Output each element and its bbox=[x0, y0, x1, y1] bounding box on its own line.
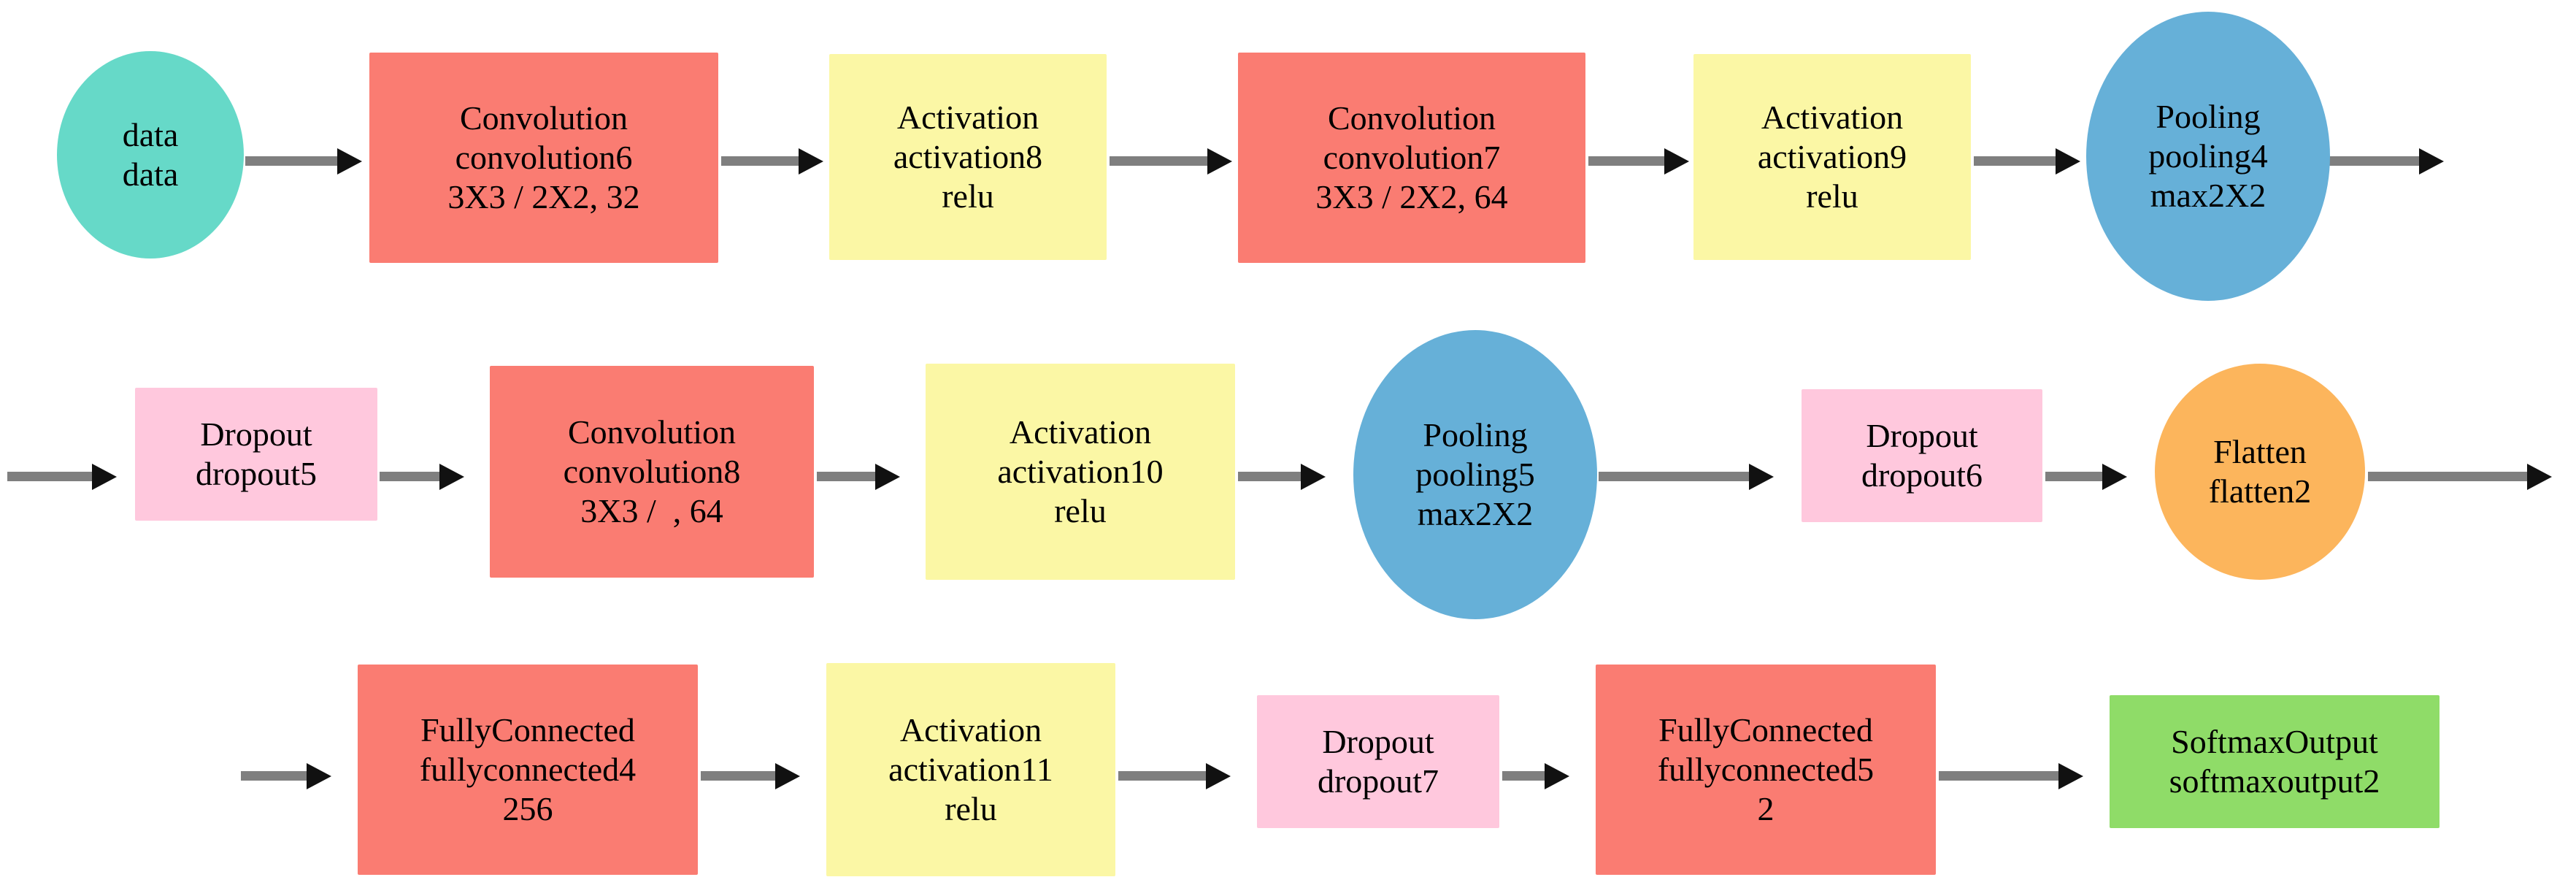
arrowhead-icon bbox=[1301, 464, 1326, 490]
layer-op-label: Activation bbox=[899, 711, 1042, 748]
layer-params-label: max2X2 bbox=[2150, 177, 2267, 215]
layer-params-label: 3X3 / 2X2, 32 bbox=[447, 178, 640, 216]
connector-line bbox=[721, 156, 801, 166]
layer-op-label: Pooling bbox=[2156, 97, 2261, 135]
connector-line bbox=[2327, 156, 2422, 166]
connector-line bbox=[2045, 472, 2105, 481]
layer-op-label: Convolution bbox=[1327, 99, 1496, 137]
arrowhead-icon bbox=[1207, 148, 1232, 175]
layer-op-label: Dropout bbox=[1322, 722, 1434, 760]
arrowhead-icon bbox=[1664, 148, 1689, 175]
layer-name-label: dropout7 bbox=[1317, 762, 1439, 800]
layer-name-label: flatten2 bbox=[2208, 472, 2312, 510]
connector-line bbox=[380, 472, 442, 481]
connector-line bbox=[701, 771, 778, 781]
arrowhead-icon bbox=[307, 763, 331, 789]
arrowhead-icon bbox=[337, 148, 362, 175]
connector-line bbox=[245, 156, 340, 166]
layer-params-label: relu bbox=[1806, 177, 1858, 215]
connector-line bbox=[1599, 472, 1752, 481]
layer-name-label: activation9 bbox=[1757, 137, 1907, 175]
layer-params-label: 3X3 / 2X2, 64 bbox=[1315, 178, 1508, 216]
layer-op-label: Convolution bbox=[459, 99, 628, 137]
connector-line bbox=[1974, 156, 2058, 166]
arrowhead-icon bbox=[775, 763, 800, 789]
layer-name-label: activation8 bbox=[893, 137, 1043, 175]
layer-params-label: 2 bbox=[1757, 790, 1775, 828]
layer-params-label: relu bbox=[942, 177, 994, 215]
layer-name-label: fullyconnected4 bbox=[419, 750, 637, 788]
layer-op-label: SoftmaxOutput bbox=[2171, 722, 2378, 760]
layer-name-label: pooling5 bbox=[1415, 455, 1535, 493]
arrowhead-icon bbox=[2058, 763, 2083, 789]
connector-line bbox=[1588, 156, 1667, 166]
arrowhead-icon bbox=[875, 464, 900, 490]
layer-params-label: relu bbox=[945, 790, 997, 828]
arrowhead-icon bbox=[2419, 148, 2444, 175]
layer-name-label: data bbox=[122, 156, 179, 193]
arrowhead-icon bbox=[2056, 148, 2080, 175]
layer-op-label: Flatten bbox=[2213, 432, 2307, 470]
layer-params-label: 256 bbox=[502, 790, 553, 828]
connector-line bbox=[817, 472, 878, 481]
connector-line bbox=[1110, 156, 1210, 166]
layer-op-label: Activation bbox=[896, 98, 1039, 136]
layer-name-label: activation11 bbox=[888, 750, 1053, 788]
connector-line bbox=[1939, 771, 2061, 781]
layer-name-label: softmaxoutput2 bbox=[2169, 762, 2380, 800]
layer-name-label: fullyconnected5 bbox=[1657, 750, 1875, 788]
layer-params-label: max2X2 bbox=[1417, 495, 1534, 533]
arrowhead-icon bbox=[2527, 464, 2552, 490]
layer-name-label: convolution8 bbox=[563, 452, 741, 490]
connector-line bbox=[1502, 771, 1547, 781]
connector-line bbox=[7, 472, 95, 481]
layer-op-label: FullyConnected bbox=[1658, 711, 1873, 748]
arrowhead-icon bbox=[1749, 464, 1774, 490]
layer-name-label: convolution6 bbox=[455, 138, 633, 176]
layer-name-label: dropout6 bbox=[1861, 456, 1983, 494]
layer-name-label: activation10 bbox=[997, 452, 1164, 490]
layer-name-label: dropout5 bbox=[195, 455, 318, 492]
connector-line bbox=[1118, 771, 1209, 781]
layer-op-label: Activation bbox=[1761, 98, 1904, 136]
arrowhead-icon bbox=[92, 464, 117, 490]
layer-op-label: Pooling bbox=[1423, 416, 1528, 453]
arrowhead-icon bbox=[2102, 464, 2127, 490]
layer-op-label: FullyConnected bbox=[420, 711, 635, 748]
layer-op-label: Dropout bbox=[200, 415, 312, 453]
layer-op-label: data bbox=[122, 115, 179, 153]
layer-name-label: pooling4 bbox=[2148, 137, 2268, 175]
connector-line bbox=[1238, 472, 1304, 481]
layer-params-label: relu bbox=[1054, 492, 1107, 530]
connector-line bbox=[241, 771, 309, 781]
arrowhead-icon bbox=[1545, 763, 1569, 789]
layer-op-label: Activation bbox=[1009, 413, 1152, 451]
layer-name-label: convolution7 bbox=[1323, 138, 1501, 176]
arrowhead-icon bbox=[799, 148, 823, 175]
layer-op-label: Dropout bbox=[1866, 416, 1978, 454]
connector-line bbox=[2368, 472, 2530, 481]
arrowhead-icon bbox=[439, 464, 464, 490]
layer-params-label: 3X3 / , 64 bbox=[580, 492, 723, 530]
layer-op-label: Convolution bbox=[567, 413, 737, 451]
arrowhead-icon bbox=[1206, 763, 1231, 789]
